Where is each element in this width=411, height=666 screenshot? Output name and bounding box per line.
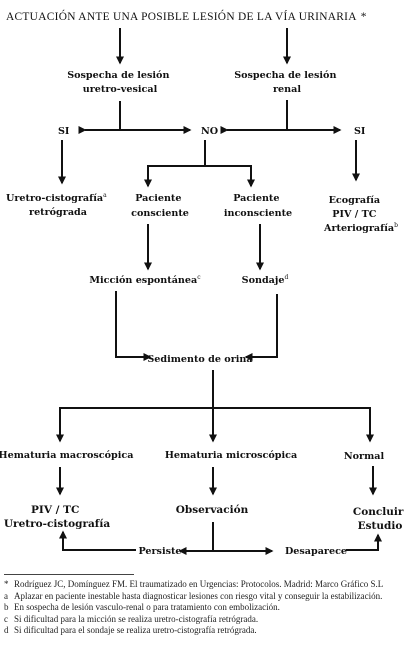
node-miccion-espontanea: Micción espontáneac <box>89 274 201 286</box>
footnote-reference: * Rodríguez JC, Domínguez FM. El traumat… <box>4 579 406 591</box>
footnote-mark: * <box>4 579 9 589</box>
arrow-persiste-to-piv-tc <box>59 530 136 551</box>
footnote-mark: a <box>4 590 8 601</box>
footnote-text: Si dificultad para el sondaje se realiza… <box>14 625 257 636</box>
footnote-c: c Si dificultad para la micción se reali… <box>4 614 406 626</box>
footnotes: * Rodríguez JC, Domínguez FM. El traumat… <box>4 574 406 637</box>
footnote-text: Aplazar en paciente inestable hasta diag… <box>14 590 383 601</box>
node-paciente-consciente: Paciente consciente <box>131 193 189 219</box>
footnote-divider <box>4 574 134 575</box>
footnote-text: En sospecha de lesión vasculo-renal o pa… <box>14 602 280 613</box>
node-desaparece: Desaparece <box>285 546 347 557</box>
footnote-mark: d <box>4 625 9 636</box>
node-uretro-cistografia: Uretro-cistografíaa retrógrada <box>6 189 110 218</box>
node-normal: Normal <box>344 451 385 462</box>
node-ecografia: Ecografía PIV / TC Arteriografíab <box>323 195 398 234</box>
diagram-title: ACTUACIÓN ANTE UNA POSIBLE LESIÓN DE LA … <box>6 11 367 23</box>
footnote-mark: c <box>4 613 8 624</box>
arrow-miccion-to-sedimento <box>115 291 152 361</box>
node-hematuria-microscopica: Hematuria microscópica <box>165 450 297 461</box>
node-sedimento-de-orina: Sedimento de orina <box>147 354 252 365</box>
node-si-left: SI <box>58 126 70 137</box>
node-sondaje: Sondajed <box>242 274 289 286</box>
footnote-text: Rodríguez JC, Domínguez FM. El traumatiz… <box>14 579 384 589</box>
arrow-sondaje-to-sedimento <box>244 294 278 361</box>
node-no: NO <box>201 126 218 137</box>
node-paciente-inconsciente: Paciente inconsciente <box>224 193 292 219</box>
footnote-a: a Aplazar en paciente inestable hasta di… <box>4 591 406 603</box>
node-observacion: Observación <box>176 504 249 516</box>
footnote-b: b En sospecha de lesión vasculo-renal o … <box>4 602 406 614</box>
node-sospecha-uretro-vesical: Sospecha de lesión uretro-vesical <box>67 70 173 95</box>
footnote-text: Si dificultad para la micción se realiza… <box>14 613 259 624</box>
node-concluir-estudio: Concluir Estudio <box>353 506 407 532</box>
footnote-d: d Si dificultad para el sondaje se reali… <box>4 625 406 637</box>
node-si-right: SI <box>354 126 366 137</box>
node-hematuria-macroscopica: Hematuria macroscópica <box>0 450 133 461</box>
node-piv-tc-uretro: PIV / TC Uretro-cistografía <box>4 504 110 530</box>
node-persiste: Persiste <box>138 546 181 557</box>
footnote-mark: b <box>4 602 9 613</box>
arrow-desaparece-to-concluir <box>346 533 382 551</box>
node-sospecha-renal: Sospecha de lesión renal <box>234 70 340 95</box>
